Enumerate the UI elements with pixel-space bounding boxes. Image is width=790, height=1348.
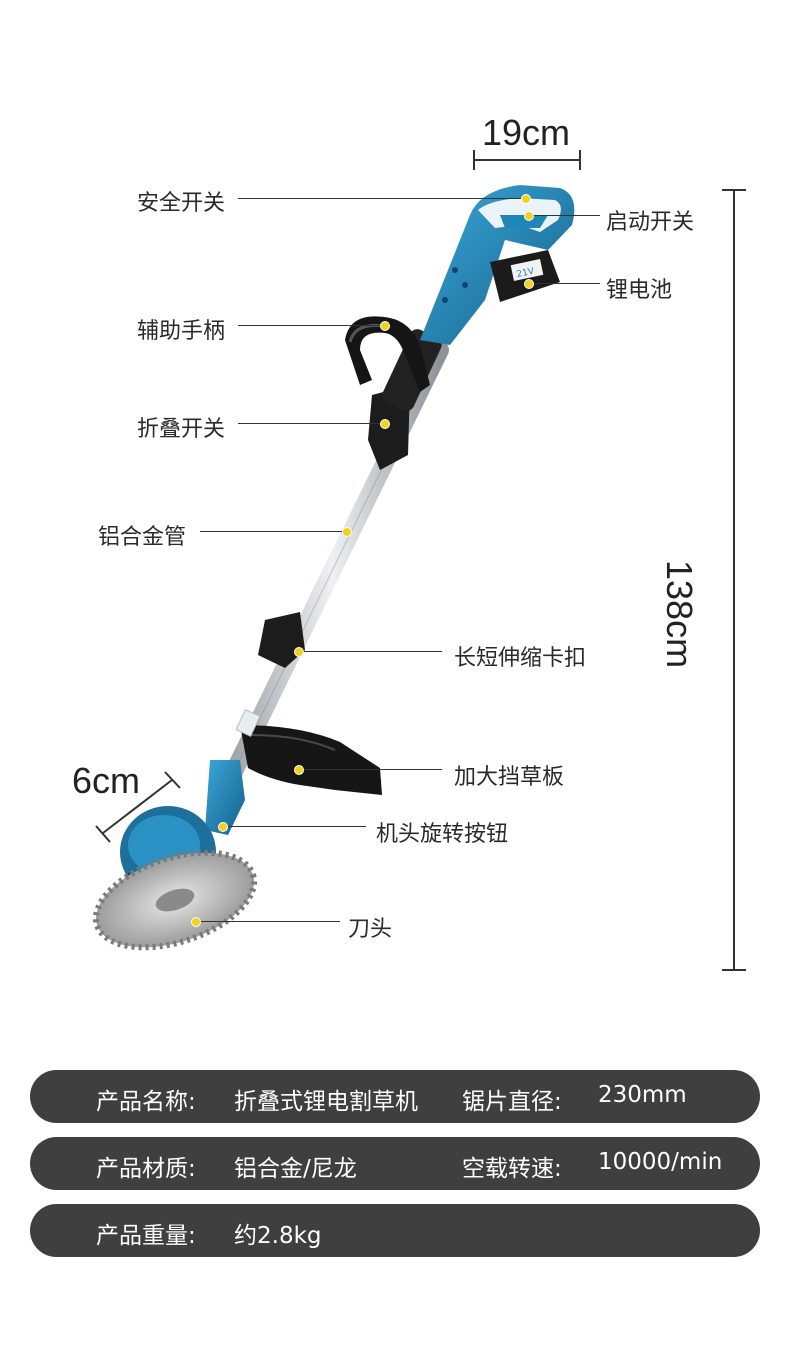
marker-dot — [294, 765, 304, 775]
callout-fold-switch: 折叠开关 — [137, 417, 226, 442]
leader-line — [222, 826, 366, 827]
marker-dot — [521, 194, 531, 204]
svg-text:21V: 21V — [516, 266, 536, 280]
dimension-6cm-label: 6cm — [72, 760, 141, 801]
dimension-6cm-line — [95, 771, 181, 843]
leader-line — [238, 325, 384, 326]
grass-trimmer-illustration: 21V — [92, 150, 746, 971]
leader-line — [238, 198, 526, 199]
callout-grass-guard: 加大挡草板 — [454, 765, 565, 790]
callout-aluminum-tube: 铝合金管 — [98, 525, 187, 550]
spec-label: 空载转速: — [462, 1156, 562, 1182]
leader-line — [238, 423, 384, 424]
spec-label: 产品名称: — [96, 1089, 196, 1115]
spec-row-name: 产品名称: 折叠式锂电割草机 锯片直径: 230mm — [30, 1070, 760, 1123]
saw-blade — [92, 849, 258, 951]
dimension-19cm-label: 19cm — [482, 112, 571, 153]
spec-row-material: 产品材质: 铝合金/尼龙 空载转速: 10000/min — [30, 1137, 760, 1190]
callout-blade-head: 刀头 — [348, 917, 393, 942]
marker-dot — [524, 279, 534, 289]
dimension-19cm-line — [473, 150, 581, 170]
marker-dot — [380, 419, 390, 429]
callout-start-switch: 启动开关 — [606, 210, 695, 235]
leader-line — [298, 769, 442, 770]
marker-dot — [380, 321, 390, 331]
aux-handle-shape — [345, 316, 430, 392]
spec-row-weight: 产品重量: 约2.8kg — [30, 1204, 760, 1257]
spec-value: 10000/min — [598, 1149, 723, 1175]
telescopic-clip-shape — [258, 612, 305, 668]
leader-line — [195, 921, 340, 922]
grass-guard-shape — [240, 725, 382, 795]
spec-value: 约2.8kg — [234, 1223, 322, 1249]
marker-dot — [342, 527, 352, 537]
callout-head-rotate-button: 机头旋转按钮 — [376, 822, 509, 847]
callout-telescopic-clip: 长短伸缩卡扣 — [454, 646, 587, 671]
spec-label: 产品材质: — [96, 1156, 196, 1182]
spec-label: 产品重量: — [96, 1223, 196, 1249]
leader-line — [200, 531, 346, 532]
marker-dot — [191, 917, 201, 927]
battery-pack: 21V — [490, 250, 560, 302]
dimension-138cm-line — [722, 189, 746, 971]
spec-value: 230mm — [598, 1082, 687, 1108]
spec-value: 铝合金/尼龙 — [234, 1156, 357, 1182]
dimension-138cm-label: 138cm — [659, 560, 700, 669]
spec-value: 折叠式锂电割草机 — [234, 1089, 418, 1115]
leader-line — [528, 283, 600, 284]
callout-aux-handle: 辅助手柄 — [137, 319, 226, 344]
marker-dot — [218, 822, 228, 832]
callout-safety-switch: 安全开关 — [137, 191, 226, 216]
spec-label: 锯片直径: — [462, 1089, 562, 1115]
leader-line — [298, 651, 442, 652]
marker-dot — [294, 647, 304, 657]
callout-lithium-battery: 锂电池 — [606, 278, 673, 303]
main-handle-body — [420, 185, 575, 345]
marker-dot — [524, 211, 534, 221]
leader-line — [528, 215, 600, 216]
